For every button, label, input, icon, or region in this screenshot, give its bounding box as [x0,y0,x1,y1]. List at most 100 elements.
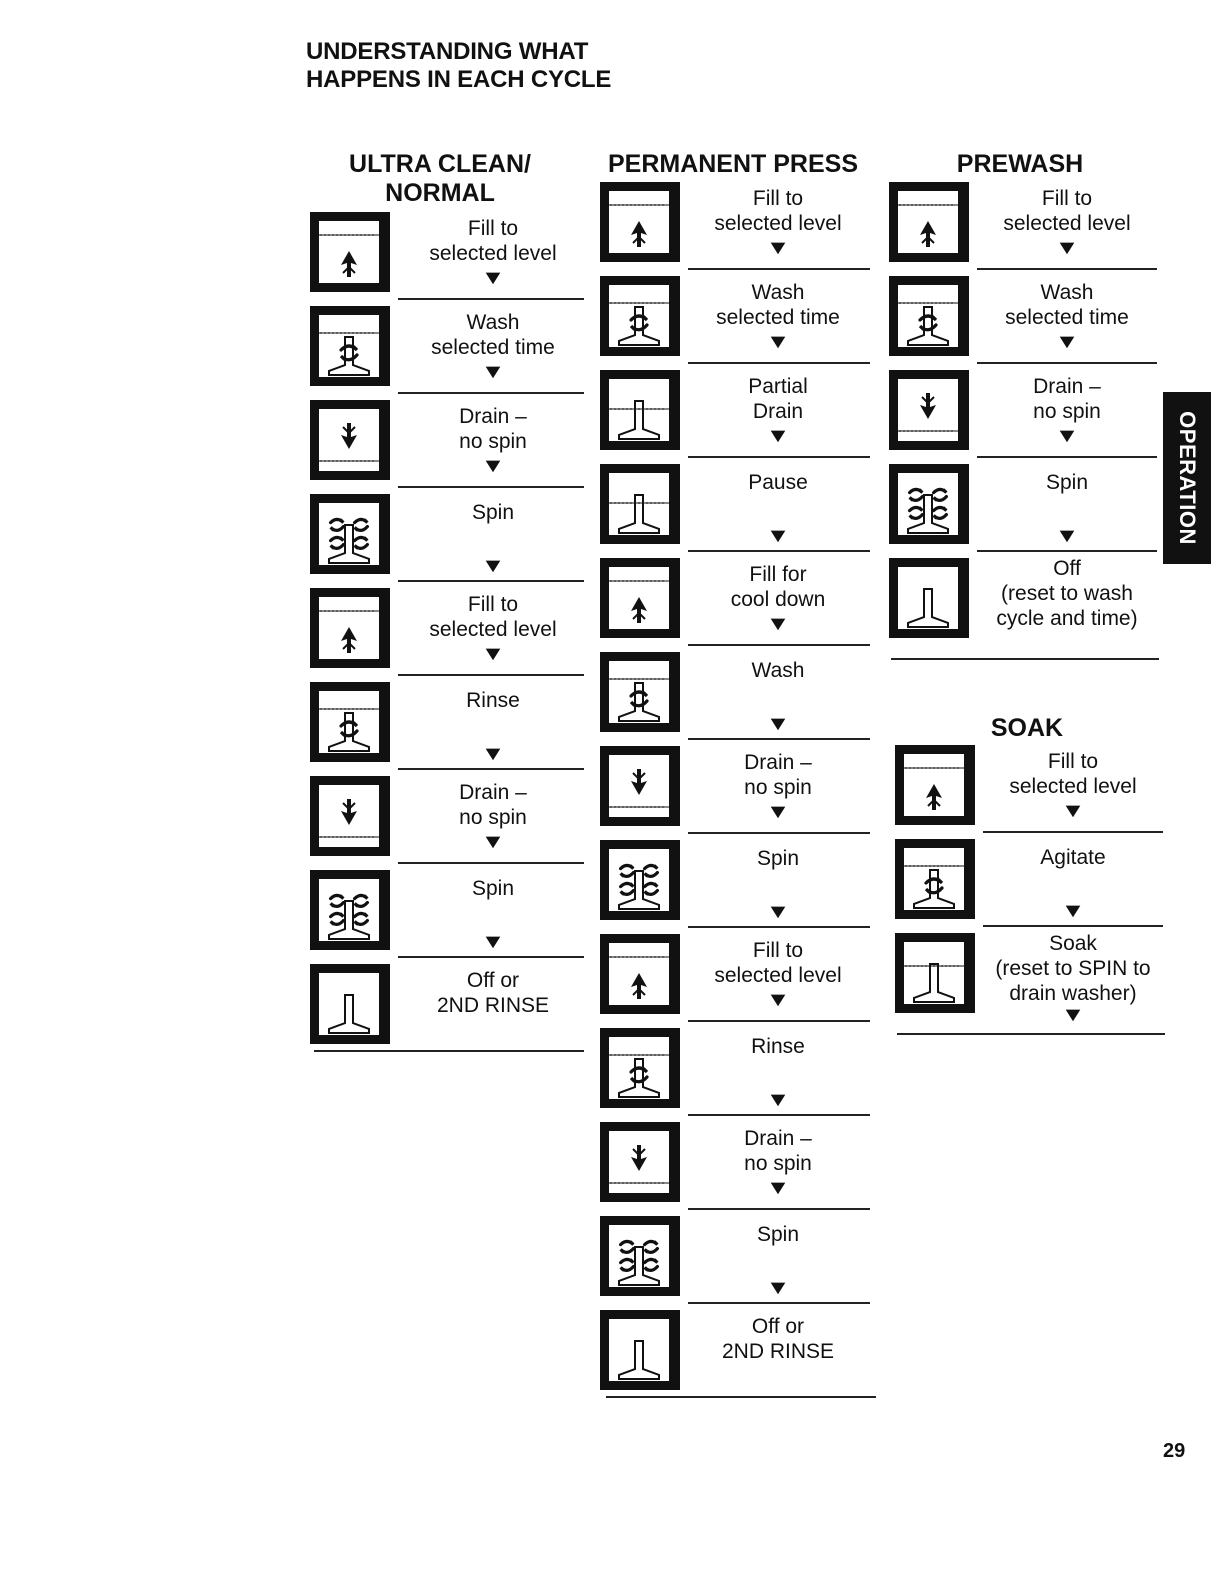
down-arrow-icon: ▼ [480,743,506,765]
step-label: Spin [398,500,588,525]
step-label-line: Rinse [466,689,520,712]
column-heading-ultra-clean-normal: ULTRA CLEAN/NORMAL [300,150,580,208]
down-arrow-icon: ▼ [765,525,791,547]
cycle-step: Rinse ▼ [310,682,590,776]
step-label-line: Drain [752,400,804,423]
step-label-line: Drain – [744,751,812,774]
step-divider [983,925,1163,927]
column-heading-line: PREWASH [956,150,1084,178]
cycle-step: Drain –no spin▼ [600,746,880,840]
drain-icon [310,776,390,856]
step-label: Spin [977,470,1157,495]
step-label-line: Fill to [1041,187,1093,210]
step-divider [688,832,870,834]
column-heading-line: PERMANENT PRESS [607,150,859,178]
down-arrow-icon: ▼ [480,361,506,383]
step-label-line: Spin [756,1223,800,1246]
spin-icon [310,870,390,950]
step-label-line: Spin [1045,471,1089,494]
step-label-line: selected time [716,306,840,329]
down-arrow-icon: ▼ [765,1177,791,1199]
step-label: Rinse [398,688,588,713]
wash-icon [889,276,969,356]
step-label-line: cycle and time) [996,607,1138,630]
step-label-line: selected level [429,242,557,265]
down-arrow-icon: ▼ [480,643,506,665]
step-label-line: Fill for [749,563,807,586]
step-label-line: selected time [1005,306,1129,329]
step-label-line: selected level [714,964,842,987]
down-arrow-icon: ▼ [765,713,791,735]
step-divider [688,738,870,740]
down-arrow-icon: ▼ [480,831,506,853]
cycle-step: Drain –no spin▼ [889,370,1169,464]
step-label-line: selected level [714,212,842,235]
fill-icon [600,934,680,1014]
off-icon [600,1310,680,1390]
step-label-line: Drain – [459,781,527,804]
down-arrow-icon: ▼ [1054,331,1080,353]
step-divider [314,1050,584,1052]
step-label-line: (reset to SPIN to [995,957,1151,980]
cycle-step: Spin ▼ [600,1216,880,1310]
step-divider [398,956,584,958]
down-arrow-icon: ▼ [765,801,791,823]
step-label-line: Off [1053,557,1081,580]
step-divider [398,392,584,394]
step-divider [983,831,1163,833]
cycle-step: Agitate ▼ [895,839,1175,933]
step-divider [977,456,1157,458]
off-icon [889,558,969,638]
cycle-step: Spin▼ [889,464,1169,558]
step-divider [398,862,584,864]
column-heading-line: SOAK [990,714,1064,742]
step-divider [688,362,870,364]
cycle-step: Drain –no spin▼ [600,1122,880,1216]
wash-icon [310,682,390,762]
spin-icon [310,494,390,574]
page-title-line-2: HAPPENS IN EACH CYCLE [306,66,612,93]
step-label: Spin [688,846,868,871]
step-label-line: no spin [459,430,527,453]
step-label-line: selected level [1003,212,1131,235]
down-arrow-icon: ▼ [765,237,791,259]
down-arrow-icon: ▼ [765,1277,791,1299]
step-label-line: Rinse [751,1035,805,1058]
step-label: Agitate [983,845,1163,870]
step-divider [398,486,584,488]
step-label-line: selected level [429,618,557,641]
down-arrow-icon: ▼ [1060,900,1086,922]
down-arrow-icon: ▼ [1060,800,1086,822]
soak-icon [895,933,975,1013]
cycle-step: Spin▼ [310,870,590,964]
step-label: Drain –no spin [688,750,868,800]
step-label-line: Spin [756,847,800,870]
cycle-step: Rinse ▼ [600,1028,880,1122]
step-label: Drain –no spin [398,780,588,830]
down-arrow-icon: ▼ [765,1089,791,1111]
drain-icon [310,400,390,480]
wash-icon [600,1028,680,1108]
down-arrow-icon: ▼ [480,931,506,953]
step-label-line: Wash [1040,281,1094,304]
step-label-line: no spin [1033,400,1101,423]
partial-drain-icon [600,370,680,450]
step-label-line: Fill to [467,217,519,240]
cycle-step: Spin ▼ [600,840,880,934]
fill-icon [310,212,390,292]
step-divider [977,268,1157,270]
down-arrow-icon: ▼ [765,901,791,923]
